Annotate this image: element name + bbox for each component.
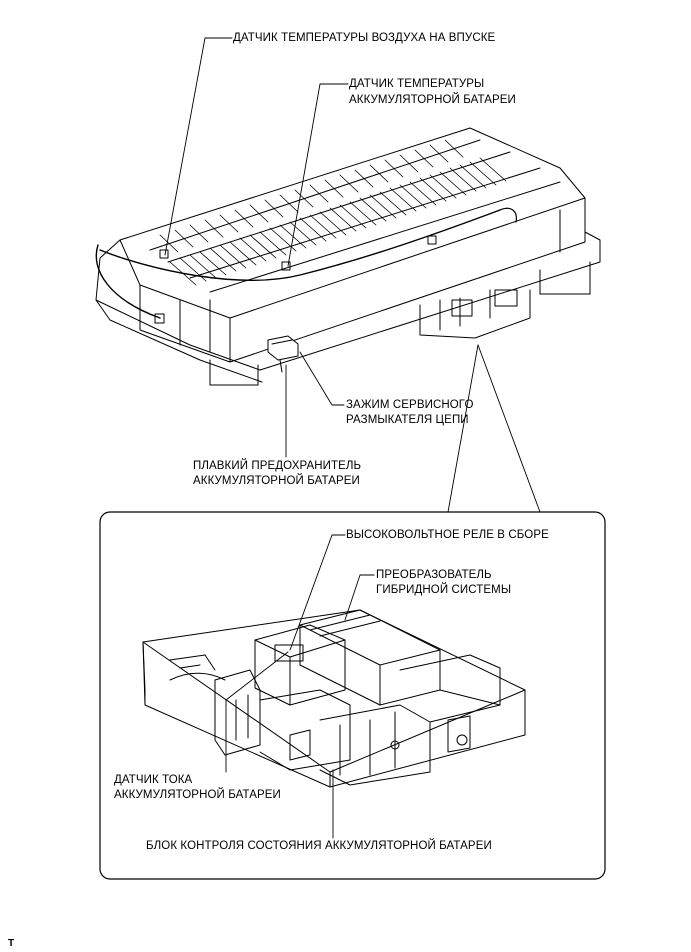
- label-battery-temp-sensor-line1: ДАТЧИК ТЕМПЕРАТУРЫ: [349, 78, 485, 90]
- label-hybrid-converter-line1: ПРЕОБРАЗОВАТЕЛЬ: [376, 569, 492, 581]
- label-hybrid-converter-line2: ГИБРИДНОЙ СИСТЕМЫ: [376, 584, 512, 596]
- label-battery-monitor-unit: БЛОК КОНТРОЛЯ СОСТОЯНИЯ АККУМУЛЯТОРНОЙ Б…: [146, 840, 492, 852]
- detail-assembly-drawing: [142, 609, 526, 788]
- battery-pack-drawing: [95, 127, 601, 386]
- label-service-plug-clamp-line1: ЗАЖИМ СЕРВИСНОГО: [346, 399, 474, 411]
- leader-lines-top: [164, 37, 349, 458]
- label-current-sensor-line1: ДАТЧИК ТОКА: [114, 774, 193, 786]
- label-battery-fuse-line2: АККУМУЛЯТОРНОЙ БАТАРЕИ: [193, 475, 360, 487]
- label-battery-temp-sensor-line2: АККУМУЛЯТОРНОЙ БАТАРЕИ: [349, 94, 516, 106]
- figure-code: T: [8, 938, 15, 949]
- detail-frame: [99, 511, 606, 880]
- label-service-plug-clamp-line2: РАЗМЫКАТЕЛЯ ЦЕПИ: [346, 414, 469, 426]
- label-hv-relay-assembly: ВЫСОКОВОЛЬТНОЕ РЕЛЕ В СБОРЕ: [346, 529, 549, 541]
- label-air-intake-temp-sensor: ДАТЧИК ТЕМПЕРАТУРЫ ВОЗДУХА НА ВПУСКЕ: [233, 32, 496, 44]
- label-current-sensor-line2: АККУМУЛЯТОРНОЙ БАТАРЕИ: [114, 789, 281, 801]
- zoom-callout-lines: [447, 344, 541, 513]
- leader-lines-detail: [225, 534, 375, 839]
- label-battery-fuse-line1: ПЛАВКИЙ ПРЕДОХРАНИТЕЛЬ: [193, 460, 362, 472]
